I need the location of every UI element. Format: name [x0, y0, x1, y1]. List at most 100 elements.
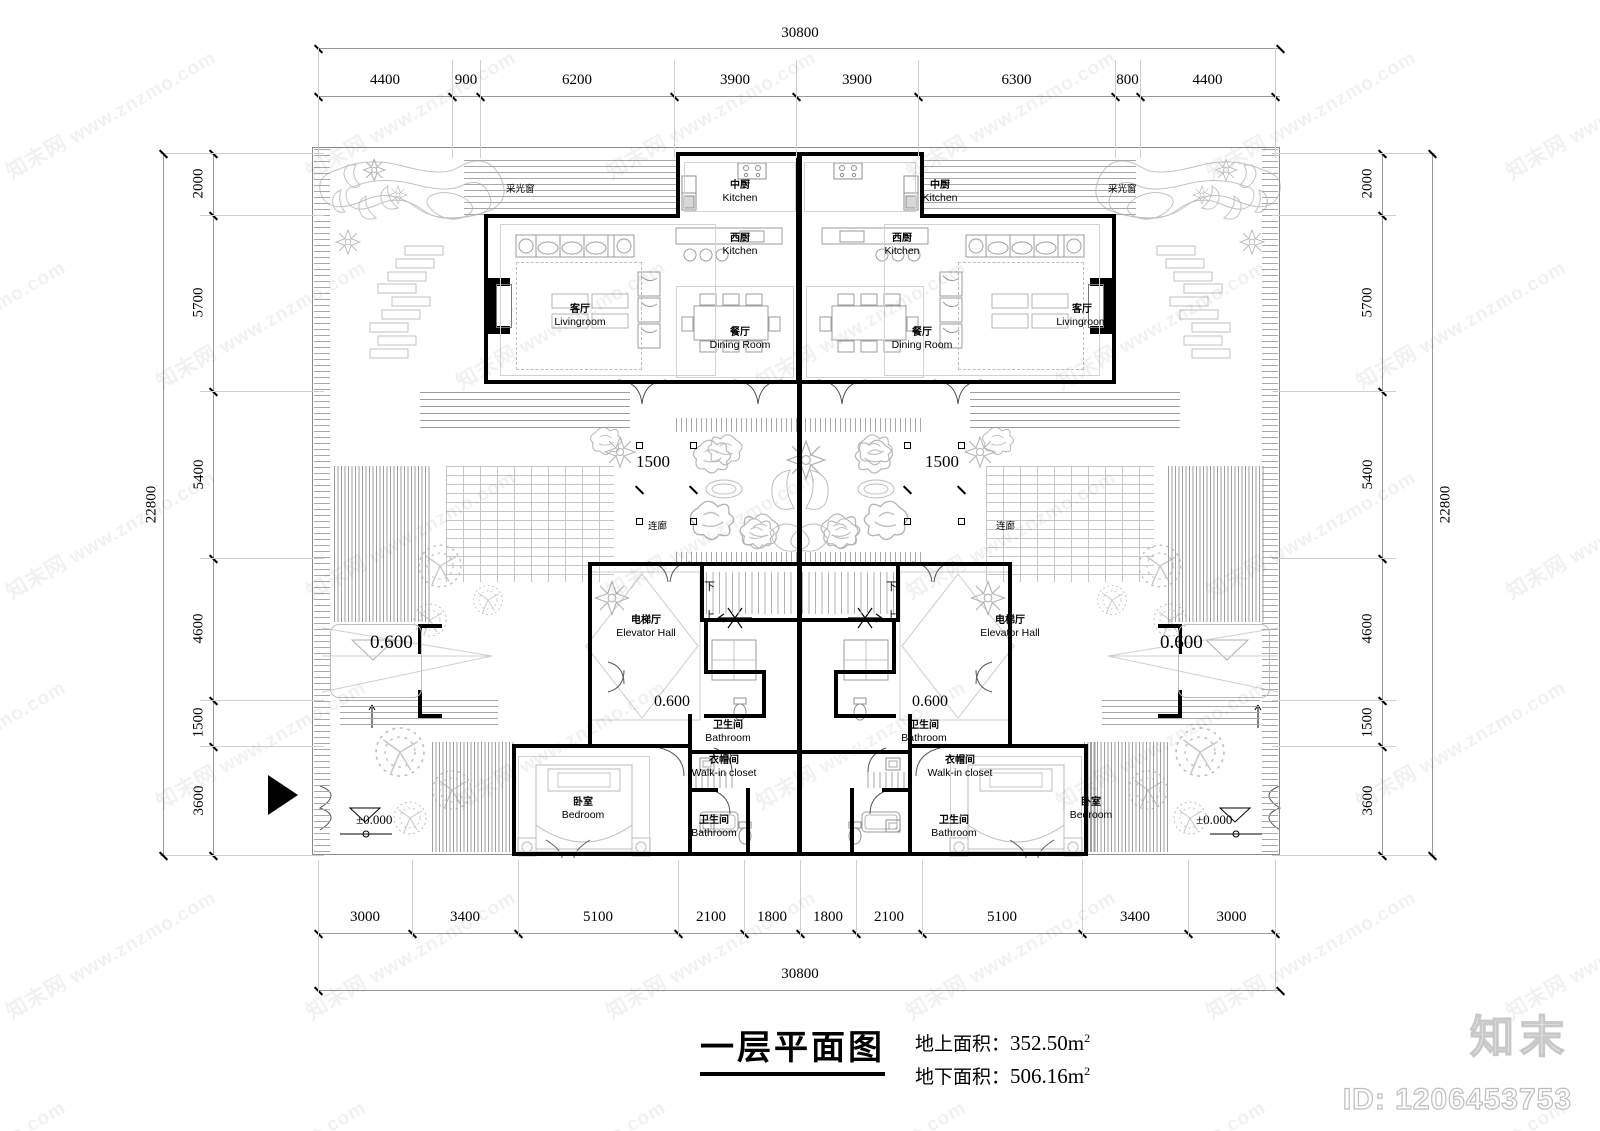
watermark-text: 知末网 www.znzmo.com	[1352, 677, 1570, 815]
wall-bedroom-right-v	[1084, 744, 1088, 856]
room-en: Livingroom	[554, 315, 606, 328]
corridor-marker-left-a	[636, 442, 643, 449]
dim-segment-label: 5700	[190, 287, 207, 318]
room-cn: 西厨	[730, 233, 750, 244]
terrace-nib-left-2	[418, 624, 442, 628]
room-en: Bedroom	[561, 808, 605, 821]
stair-treads-left	[706, 572, 798, 614]
room-cn: 餐厅	[730, 327, 750, 338]
dim-segment-label: 3400	[1120, 909, 1150, 925]
dim-segment-label: 5100	[583, 909, 613, 925]
corridor-marker-left-c	[636, 518, 643, 525]
dim-segment-label: 6300	[1001, 72, 1032, 88]
living-zone-right	[884, 224, 1100, 376]
dim-segment-label: 3400	[450, 909, 480, 925]
label-light-window-right: 采光窗	[1108, 184, 1137, 195]
dim-left-overall: 22800	[143, 485, 160, 524]
label-light-window-left: 采光窗	[506, 184, 535, 195]
direction-marker	[268, 775, 298, 815]
dim-top-chain-line	[318, 96, 1280, 97]
light-well-left	[464, 160, 680, 220]
room-en: Dining Room	[891, 338, 953, 351]
dim-right-chain-line	[1382, 153, 1383, 855]
watermark-text: 知末网 www.znzmo.com	[0, 677, 70, 779]
wall-elev-right-right	[892, 618, 896, 674]
watermark-text: 知末网 www.znzmo.com	[1050, 1091, 1271, 1131]
paving-left-outer	[314, 149, 330, 853]
wall-living-bottom-right	[800, 380, 1116, 384]
wall-bath-low-left-v	[688, 792, 692, 856]
wall-hall-bot-right	[908, 744, 1088, 748]
wall-bath-up-left-h	[704, 714, 766, 718]
area-above-value: 352.50m	[1010, 1031, 1085, 1055]
area-below-sup: 2	[1084, 1063, 1091, 1078]
wall-hall-lower-left	[588, 718, 592, 748]
dim-right-overall-line	[1432, 153, 1433, 855]
wall-elev-top-right	[800, 618, 896, 622]
party-wall-center	[797, 152, 802, 856]
corridor-paving-low-left	[676, 552, 800, 564]
brand-logo: 知末	[1469, 1011, 1570, 1064]
kitchen-zone-right	[804, 162, 916, 212]
wall-hall-top-right	[800, 562, 1012, 566]
room-label-bedroom-left: 卧室 Bedroom	[544, 797, 622, 821]
corridor-marker-left-b	[690, 442, 697, 449]
wall-living-left	[484, 214, 488, 384]
room-label-dining-left: 餐厅 Dining Room	[688, 327, 792, 351]
wall-bath-low-right-v2	[850, 788, 854, 856]
living-zone-left	[500, 224, 716, 376]
dim-segment-label: 3000	[1216, 909, 1247, 925]
room-cn: 客厅	[1072, 304, 1092, 315]
dim-bottom-overall: 30800	[781, 966, 819, 982]
room-en: Bathroom	[705, 731, 751, 744]
room-cn: 卫生间	[939, 815, 969, 826]
dim-segment-label: 3000	[350, 909, 380, 925]
corridor-marker-right-c	[904, 518, 911, 525]
garden-hatch-right	[1168, 466, 1266, 622]
fireplace-left	[488, 278, 510, 286]
area-summary: 地上面积：352.50m2 地下面积：506.16m2	[915, 1027, 1090, 1092]
elevation-ground-right: ±0.000	[1196, 812, 1233, 827]
room-cn: 卫生间	[713, 720, 743, 731]
dim-segment-label: 2000	[190, 168, 207, 199]
wall-bedroom-left-v	[512, 744, 516, 856]
dim-segment-label: 1800	[813, 909, 843, 925]
terrace-nib-right-1	[1178, 624, 1182, 654]
title-block: 一层平面图	[700, 1020, 885, 1076]
room-label-kitchen-cn-left: 中厨 Kitchen	[696, 180, 784, 204]
dim-segment-label: 1500	[190, 707, 207, 738]
room-label-bathroom-lower-right: 卫生间 Bathroom	[920, 815, 988, 839]
room-en: Bathroom	[691, 826, 737, 839]
wall-hall-lower-right	[1008, 718, 1012, 748]
watermark-text: 知末网 www.znzmo.com	[1502, 47, 1600, 185]
room-label-kitchen-west-right: 西厨 Kitchen	[858, 233, 946, 257]
dining-zone-right	[806, 286, 924, 378]
dim-segment-label: 3900	[720, 72, 750, 88]
room-cn: 衣帽间	[945, 755, 975, 766]
area-above-grade: 地上面积：352.50m2	[915, 1027, 1090, 1060]
dim-segment-label: 5700	[1359, 287, 1376, 318]
watermark-text: 知末网 www.znzmo.com	[0, 257, 70, 359]
corridor-marker-right-d	[958, 518, 965, 525]
area-below-label: 地下面积：	[915, 1065, 1011, 1088]
bed-zone-left	[518, 756, 650, 852]
paving-right-outer	[1262, 149, 1278, 853]
wall-closet-top-left	[688, 750, 800, 754]
wall-elev-top-left	[704, 618, 800, 622]
label-stair-up-right: 上	[886, 609, 897, 622]
wall-living-right	[1112, 214, 1116, 384]
room-en: Kitchen	[884, 244, 920, 257]
watermark-text: 知末网 www.znzmo.com	[450, 1091, 671, 1131]
wall-bath-up-left-v	[762, 670, 766, 718]
elevation-hall-left: 0.600	[654, 693, 690, 710]
wall-hall-bot-left	[512, 744, 692, 748]
corridor-paving-low-right	[800, 552, 924, 564]
dim-segment-label: 4400	[370, 72, 400, 88]
room-en: Bathroom	[901, 731, 947, 744]
terrace-nib-right-3	[1178, 690, 1182, 718]
corridor-marker-right-b	[958, 442, 965, 449]
garden-hatch-left	[334, 466, 432, 622]
dim-right-overall: 22800	[1437, 485, 1454, 524]
wall-bath-up-right-h	[834, 714, 896, 718]
kitchen-zone-left	[684, 162, 796, 212]
